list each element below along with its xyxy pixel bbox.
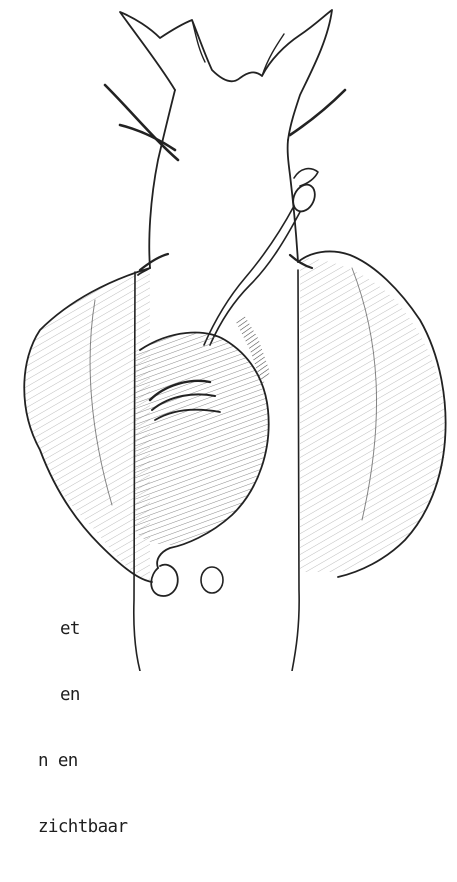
illustration-page: et en n en zichtbaar (0, 0, 457, 671)
caption-line-3: n en (0, 750, 127, 772)
anatomical-sketch (0, 0, 457, 671)
caption-line-4: zichtbaar (0, 816, 127, 838)
crown (120, 10, 332, 140)
caption-line-1: et (0, 618, 127, 640)
caption-text: et en n en zichtbaar (0, 574, 127, 882)
central-organ (135, 315, 270, 568)
left-lobe (24, 268, 152, 582)
side-arms (105, 85, 345, 270)
caption-line-2: en (0, 684, 127, 706)
right-lobe (298, 251, 446, 577)
bottom-loops (151, 565, 223, 596)
